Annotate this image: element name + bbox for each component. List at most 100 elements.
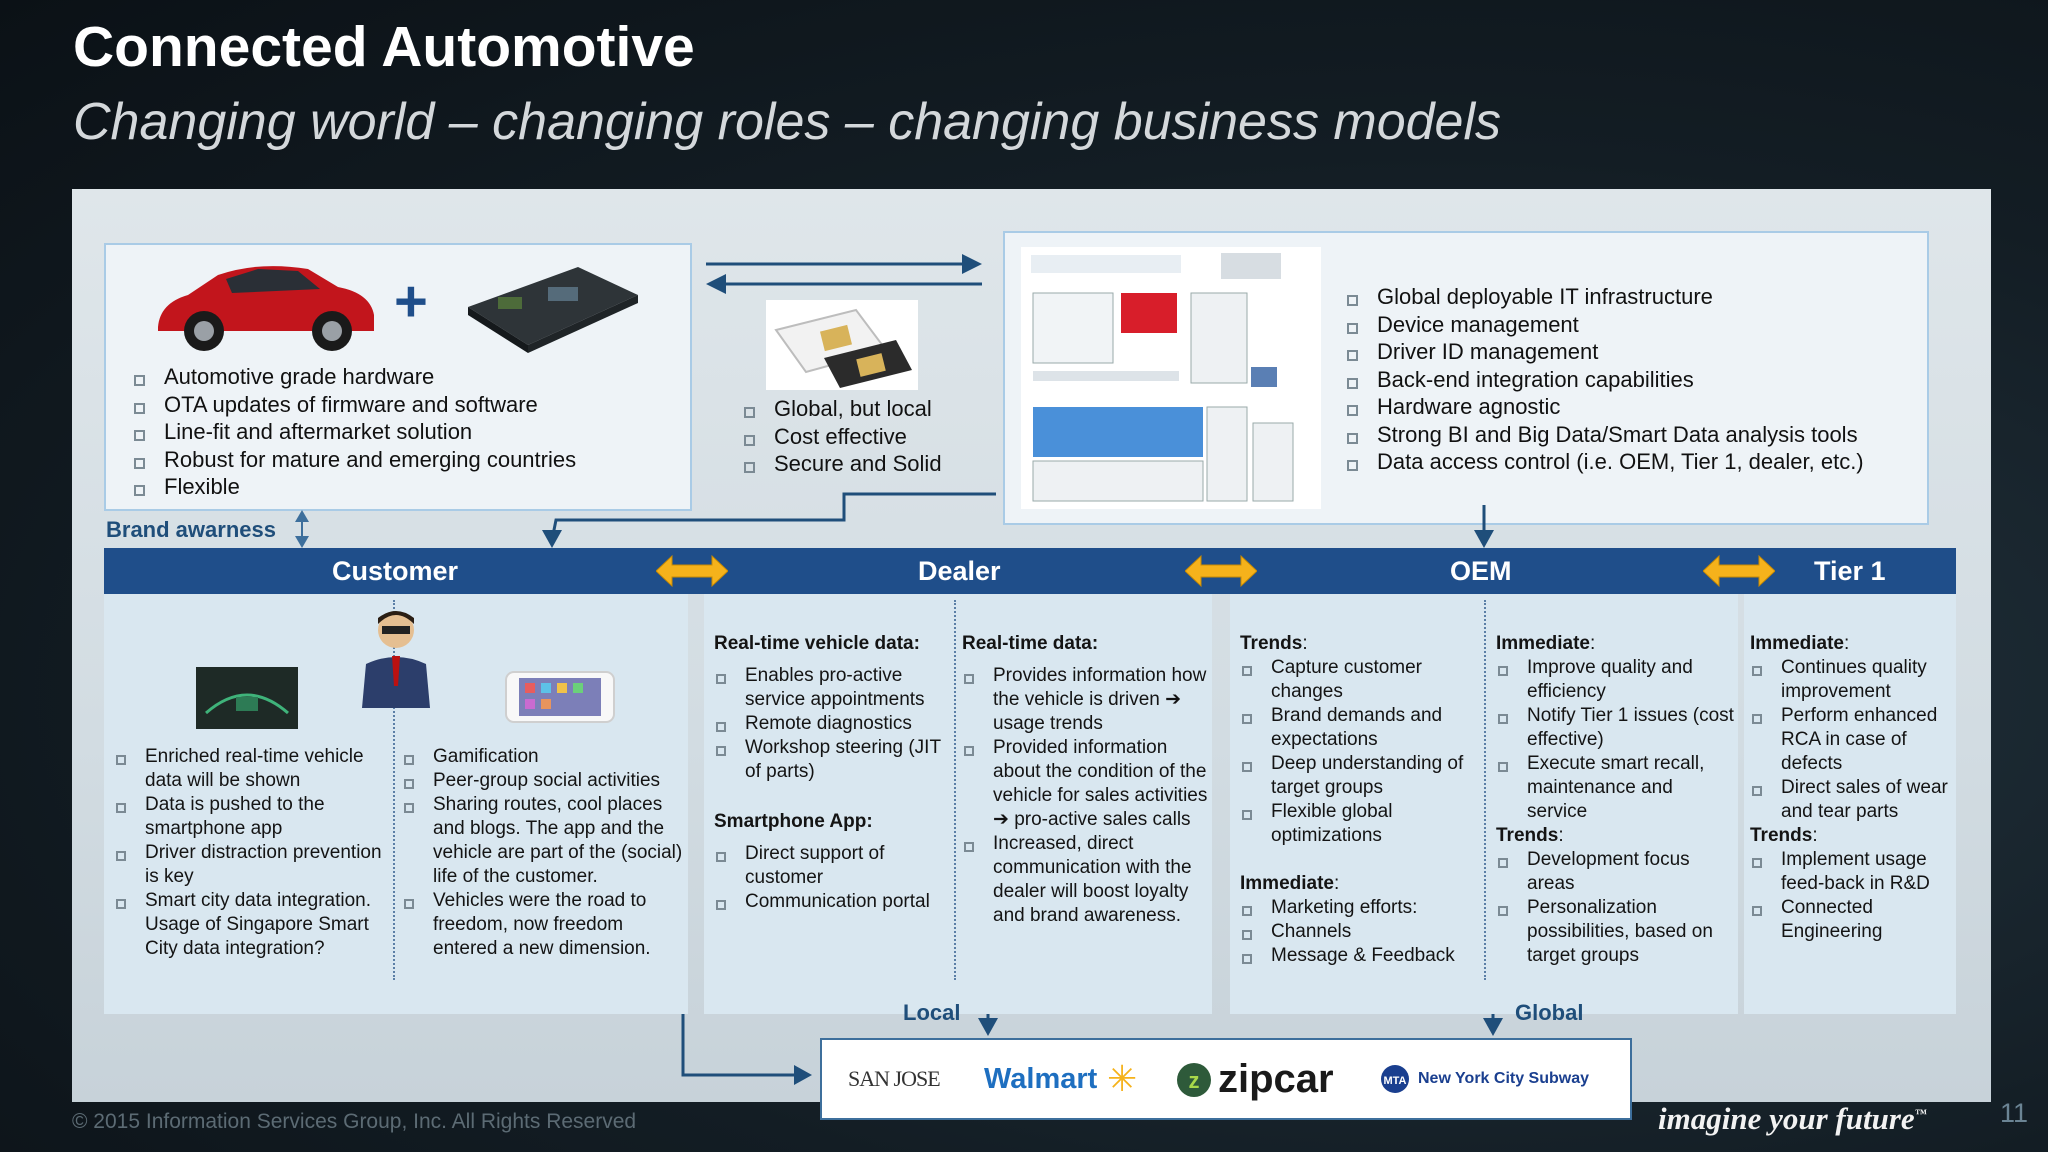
platform-box: Global deployable IT infrastructure Devi… bbox=[1003, 231, 1929, 525]
section-heading: Trends bbox=[1750, 825, 1813, 846]
band-label-tier1: Tier 1 bbox=[1814, 556, 1886, 586]
list-item: Development focus areas bbox=[1496, 848, 1734, 896]
dealer-left-column: Real-time vehicle data: Enables pro-acti… bbox=[714, 632, 950, 914]
svg-text:z: z bbox=[1189, 1068, 1200, 1093]
list-item: Channels bbox=[1240, 920, 1482, 944]
list-item: Hardware agnostic bbox=[1345, 393, 1864, 421]
page-number: 11 bbox=[2000, 1098, 2029, 1128]
san-jose-logo: SAN JOSE bbox=[848, 1066, 941, 1091]
list-item: Peer-group social activities bbox=[402, 769, 684, 793]
list-item: Provided information about the condition… bbox=[962, 736, 1210, 832]
dealer-section bbox=[704, 594, 1212, 1014]
sim-card-image bbox=[766, 300, 918, 390]
list-item: Direct support of customer bbox=[714, 842, 950, 890]
section-heading: Trends bbox=[1496, 825, 1559, 846]
section-heading: Immediate bbox=[1496, 633, 1590, 654]
list-item: Smart city data integration. Usage of Si… bbox=[114, 889, 392, 961]
list-item: Provides information how the vehicle is … bbox=[962, 664, 1210, 736]
walmart-logo: Walmart bbox=[984, 1062, 1098, 1095]
list-item: Global deployable IT infrastructure bbox=[1345, 283, 1864, 311]
divider bbox=[393, 600, 395, 980]
list-item: Execute smart recall, maintenance and se… bbox=[1496, 752, 1734, 824]
band-label-oem: OEM bbox=[1450, 556, 1512, 586]
dealer-right-column: Real-time data: Provides information how… bbox=[962, 632, 1210, 928]
oem-left-column: Trends: Capture customer changes Brand d… bbox=[1240, 632, 1482, 968]
list-item: Data is pushed to the smartphone app bbox=[114, 793, 392, 841]
local-label: Local bbox=[903, 1000, 961, 1025]
list-item: Marketing efforts: bbox=[1240, 896, 1482, 920]
brand-awareness-label: Brand awarness bbox=[106, 517, 276, 542]
list-item: Flexible bbox=[132, 473, 576, 501]
svg-text:MTA: MTA bbox=[1383, 1075, 1406, 1087]
section-heading: Smartphone App: bbox=[714, 811, 873, 832]
tagline: imagine your future™ bbox=[1658, 1101, 1927, 1136]
copyright-footer: © 2015 Information Services Group, Inc. … bbox=[72, 1110, 637, 1133]
list-item: Driver ID management bbox=[1345, 338, 1864, 366]
list-item: Automotive grade hardware bbox=[132, 363, 576, 391]
list-item: Device management bbox=[1345, 311, 1864, 339]
list-item: Back-end integration capabilities bbox=[1345, 366, 1864, 394]
list-item: Perform enhanced RCA in case of defects bbox=[1750, 704, 1956, 776]
list-item: Capture customer changes bbox=[1240, 656, 1482, 704]
list-item: Personalization possibilities, based on … bbox=[1496, 896, 1734, 968]
list-item: Cost effective bbox=[742, 423, 942, 451]
hardware-box: + Automotive grade hardware OTA updates … bbox=[104, 243, 692, 511]
list-item: Flexible global optimizations bbox=[1240, 800, 1482, 848]
walmart-spark-icon: ✳ bbox=[1107, 1058, 1138, 1099]
list-item: Robust for mature and emerging countries bbox=[132, 446, 576, 474]
list-item: Brand demands and expectations bbox=[1240, 704, 1482, 752]
plus-icon: + bbox=[394, 269, 428, 334]
double-arrow-icon bbox=[1185, 554, 1257, 588]
list-item: Enables pro-active service appointments bbox=[714, 664, 950, 712]
sim-list: Global, but local Cost effective Secure … bbox=[742, 395, 942, 478]
oem-right-column: Immediate: Improve quality and efficienc… bbox=[1496, 633, 1734, 968]
list-item: Remote diagnostics bbox=[714, 712, 950, 736]
list-item: Enriched real-time vehicle data will be … bbox=[114, 745, 392, 793]
zipcar-z-icon: z bbox=[1177, 1063, 1211, 1097]
partner-logos-box: SAN JOSE Walmart ✳ z zipcar MTA New York… bbox=[820, 1038, 1632, 1120]
list-item: Notify Tier 1 issues (cost effective) bbox=[1496, 704, 1734, 752]
section-heading: Immediate bbox=[1750, 633, 1844, 654]
platform-diagram-image bbox=[1021, 247, 1321, 509]
nyc-subway-logo: New York City Subway bbox=[1418, 1070, 1590, 1087]
list-item: Gamification bbox=[402, 745, 684, 769]
list-item: Increased, direct communication with the… bbox=[962, 832, 1210, 928]
list-item: Implement usage feed-back in R&D bbox=[1750, 848, 1956, 896]
list-item: OTA updates of firmware and software bbox=[132, 391, 576, 419]
list-item: Vehicles were the road to freedom, now f… bbox=[402, 889, 684, 961]
list-item: Deep understanding of target groups bbox=[1240, 752, 1482, 800]
list-item: Strong BI and Big Data/Smart Data analys… bbox=[1345, 421, 1864, 449]
page-subtitle: Changing world – changing roles – changi… bbox=[73, 93, 1502, 151]
list-item: Workshop steering (JIT of parts) bbox=[714, 736, 950, 784]
customer-right-column: Gamification Peer-group social activitie… bbox=[402, 745, 684, 961]
list-item: Driver distraction prevention is key bbox=[114, 841, 392, 889]
telematics-device-image bbox=[468, 267, 638, 353]
section-heading: Real-time data: bbox=[962, 633, 1099, 654]
stakeholder-band: Customer Dealer OEM Tier 1 bbox=[104, 548, 1956, 594]
list-item: Data access control (i.e. OEM, Tier 1, d… bbox=[1345, 448, 1864, 476]
list-item: Global, but local bbox=[742, 395, 942, 423]
car-image bbox=[158, 266, 374, 351]
tier1-column: Immediate: Continues quality improvement… bbox=[1750, 632, 1956, 944]
avatar bbox=[362, 611, 430, 708]
list-item: Continues quality improvement bbox=[1750, 656, 1956, 704]
smartphone-image bbox=[505, 671, 615, 723]
section-heading: Real-time vehicle data: bbox=[714, 633, 920, 654]
hardware-list: Automotive grade hardware OTA updates of… bbox=[132, 363, 576, 501]
dashboard-screen-image bbox=[196, 667, 298, 729]
customer-left-column: Enriched real-time vehicle data will be … bbox=[114, 745, 392, 961]
list-item: Improve quality and efficiency bbox=[1496, 656, 1734, 704]
list-item: Direct sales of wear and tear parts bbox=[1750, 776, 1956, 824]
zipcar-logo: zipcar bbox=[1218, 1056, 1334, 1101]
divider bbox=[954, 600, 956, 980]
global-label: Global bbox=[1515, 1000, 1584, 1025]
platform-list: Global deployable IT infrastructure Devi… bbox=[1345, 283, 1864, 476]
double-arrow-icon bbox=[656, 554, 728, 588]
band-label-customer: Customer bbox=[332, 556, 459, 586]
list-item: Secure and Solid bbox=[742, 450, 942, 478]
page-title: Connected Automotive bbox=[73, 15, 695, 79]
band-label-dealer: Dealer bbox=[918, 556, 1001, 586]
exchange-arrows bbox=[706, 254, 982, 294]
divider bbox=[1484, 600, 1486, 980]
list-item: Connected Engineering bbox=[1750, 896, 1956, 944]
